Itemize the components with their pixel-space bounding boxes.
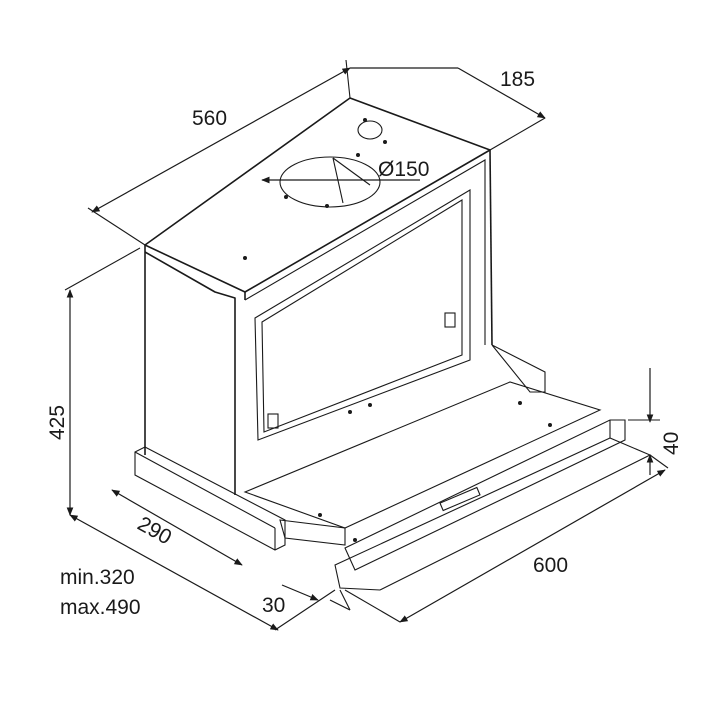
dim-extension-max: max.490 bbox=[60, 596, 141, 619]
dim-duct-diameter: Ø150 bbox=[378, 158, 429, 181]
dim-front-offset: 30 bbox=[262, 594, 285, 617]
dim-depth-top: 185 bbox=[500, 68, 535, 91]
dim-front-width: 600 bbox=[533, 554, 568, 577]
dim-width-top: 560 bbox=[192, 107, 227, 130]
dimension-lines bbox=[64, 59, 669, 631]
dim-depth-body: 290 bbox=[134, 512, 176, 549]
hood-base bbox=[134, 344, 546, 551]
telescopic-drawer bbox=[243, 381, 652, 591]
dim-extension-min: min.320 bbox=[60, 566, 135, 589]
dim-height: 425 bbox=[46, 405, 69, 440]
hood-body bbox=[144, 97, 493, 495]
dim-front-height: 40 bbox=[660, 432, 683, 455]
